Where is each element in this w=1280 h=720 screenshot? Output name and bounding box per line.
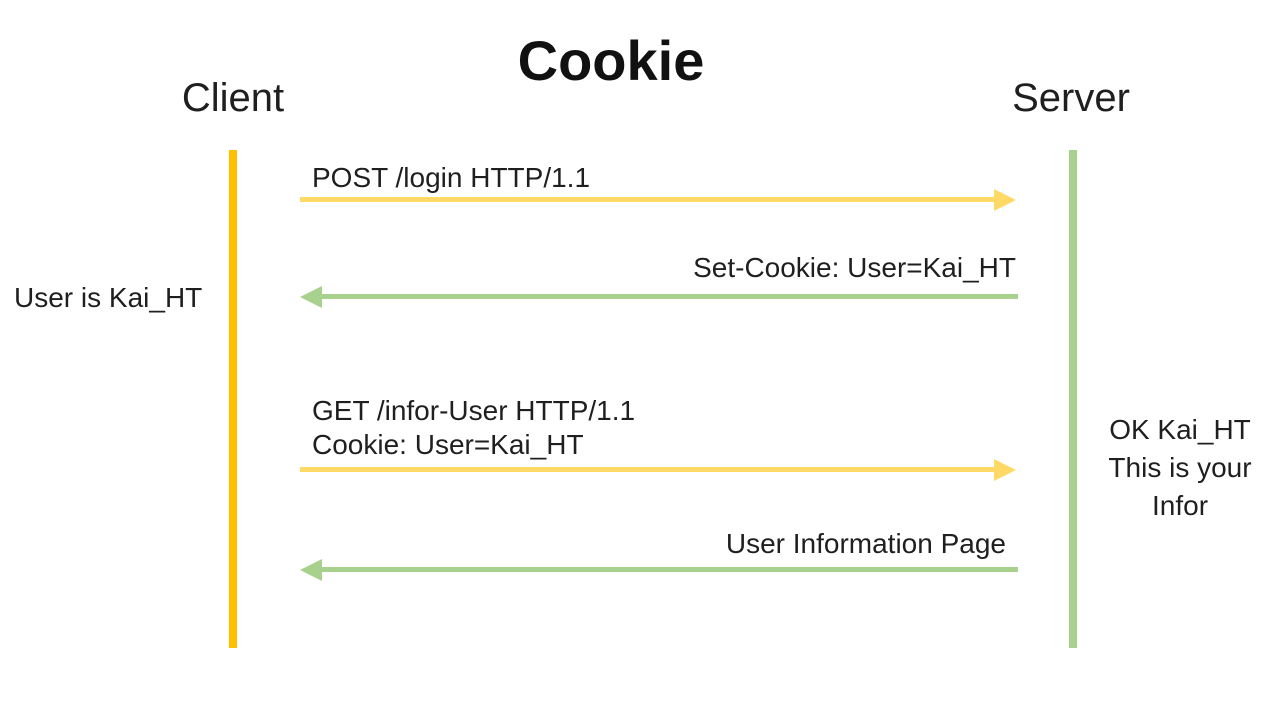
actor-label-server: Server (1012, 76, 1130, 120)
message-arrow-user-info-page (322, 567, 1018, 572)
arrowhead-right-icon (994, 189, 1016, 211)
arrowhead-right-icon (994, 459, 1016, 481)
message-label-post-login: POST /login HTTP/1.1 (312, 162, 591, 193)
arrowhead-left-icon (300, 559, 322, 581)
client-lifeline (229, 150, 237, 648)
client-note: User is Kai_HT (14, 282, 203, 313)
actor-label-client: Client (181, 76, 285, 120)
message-label-get-infor: GET /infor-User HTTP/1.1 Cookie: User=Ka… (312, 394, 635, 462)
message-arrow-post-login (300, 197, 994, 202)
diagram-title: Cookie (517, 29, 705, 92)
message-label-set-cookie: Set-Cookie: User=Kai_HT (693, 252, 1016, 283)
server-lifeline (1069, 150, 1077, 648)
message-label-get-infor-line2: Cookie: User=Kai_HT (312, 429, 584, 460)
server-note-line1: OK Kai_HT (1109, 414, 1251, 445)
server-note-line2: This is your (1108, 452, 1252, 483)
server-note-line3: Infor (1151, 490, 1209, 521)
message-label-get-infor-line1: GET /infor-User HTTP/1.1 (312, 395, 636, 426)
server-note: OK Kai_HT This is your Infor (1080, 411, 1280, 525)
message-label-user-info-page: User Information Page (725, 528, 1006, 559)
message-arrow-set-cookie (322, 294, 1018, 299)
arrowhead-left-icon (300, 286, 322, 308)
message-arrow-get-infor (300, 467, 994, 472)
